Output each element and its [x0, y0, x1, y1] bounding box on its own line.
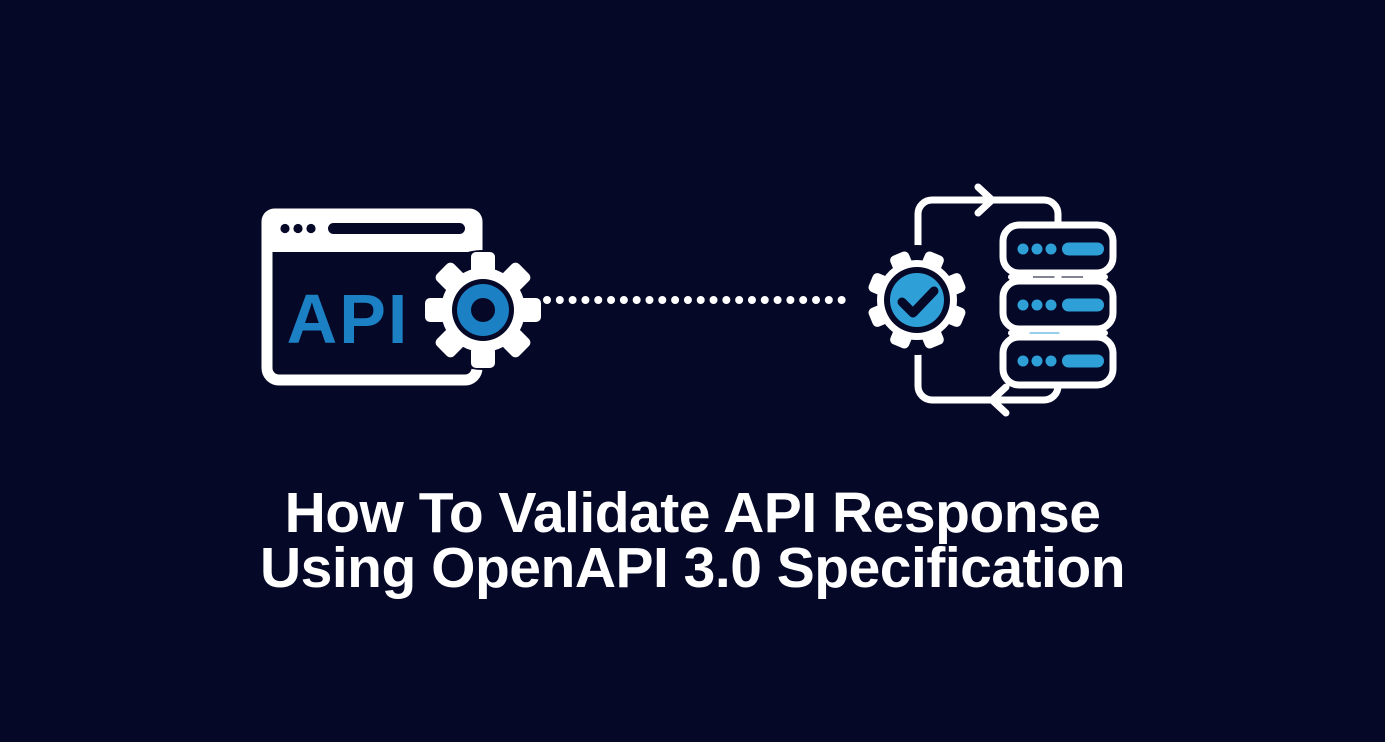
browser-window-dots — [280, 223, 316, 234]
illustration: API — [261, 183, 1117, 417]
title-line-1: How To Validate API Response — [284, 481, 1101, 545]
server-drive-bar — [1062, 242, 1104, 256]
gear-icon — [425, 252, 541, 368]
server-unit — [999, 277, 1117, 333]
arrow-left-icon — [988, 383, 1010, 417]
server-unit — [999, 221, 1117, 277]
browser-address-bar — [328, 223, 465, 234]
server-drive-bar — [1062, 354, 1104, 368]
browser-top-bar-bottom — [261, 232, 483, 252]
check-icon — [897, 286, 939, 318]
browser-window-icon: API — [261, 208, 483, 386]
check-circle — [890, 273, 944, 327]
page-title: How To Validate API Response Using OpenA… — [0, 481, 1385, 600]
title-line-2: Using OpenAPI 3.0 Specification — [259, 536, 1126, 600]
server-led-dots — [1017, 242, 1104, 256]
validation-gear-icon — [868, 251, 966, 349]
server-drive-bar — [1062, 298, 1104, 312]
server-led-dots — [1017, 354, 1104, 368]
server-unit — [999, 333, 1117, 389]
api-label: API — [287, 280, 410, 358]
arrow-right-icon — [974, 183, 996, 217]
server-stack-icon — [999, 221, 1117, 389]
server-led-dots — [1017, 298, 1104, 312]
